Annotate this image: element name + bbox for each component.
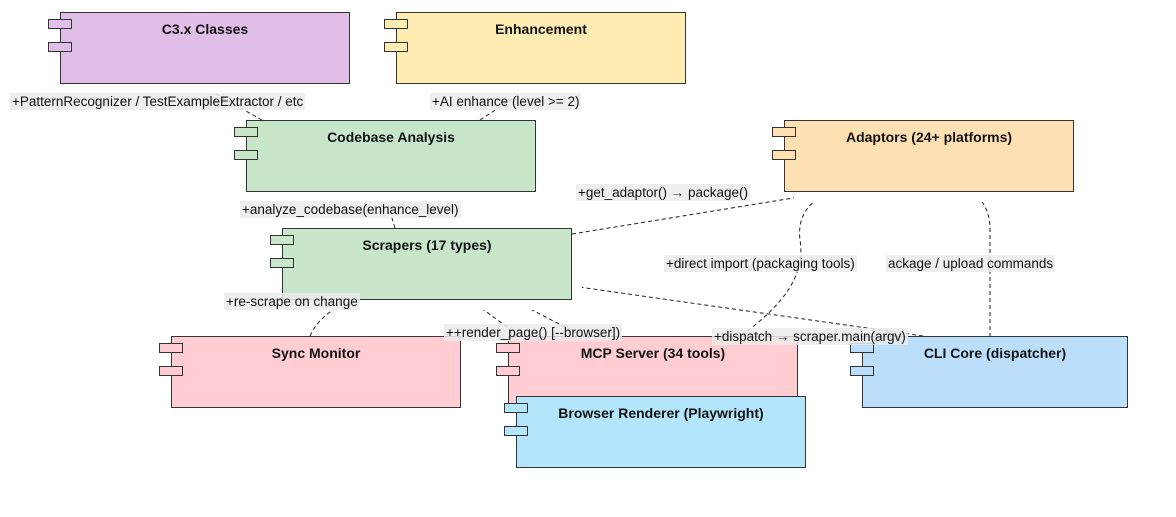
edge-label-get-adaptor: +get_adaptor() → package(): [576, 184, 750, 201]
component-tab: [496, 366, 520, 376]
edge-codebase-enhancement: [479, 84, 535, 121]
component-tab: [48, 42, 72, 52]
edge-label-ai-enhance: +AI enhance (level >= 2): [430, 93, 582, 110]
component-tab: [384, 19, 408, 29]
edge-scrapers-codebase: [384, 192, 396, 229]
component-tab: [270, 235, 294, 245]
component-tab: [159, 366, 183, 376]
component-tab: [270, 258, 294, 268]
edge-label-render-page: ++render_page() [--browser]): [444, 324, 623, 341]
component-tab: [48, 19, 72, 29]
component-title: Enhancement: [495, 21, 587, 37]
component-tab: [384, 42, 408, 52]
component-title: MCP Server (34 tools): [580, 345, 726, 361]
edge-label-direct-import: +direct import (packaging tools): [664, 255, 857, 272]
component-adaptors[interactable]: Adaptors (24+ platforms): [772, 120, 1074, 192]
component-tab: [496, 343, 520, 353]
component-title: Browser Renderer (Playwright): [558, 405, 764, 421]
component-tab: [504, 426, 528, 436]
component-tab: [234, 127, 258, 137]
component-enhancement[interactable]: Enhancement: [384, 12, 686, 84]
component-c3x-classes[interactable]: C3.x Classes: [48, 12, 350, 84]
component-tab: [772, 150, 796, 160]
component-title: CLI Core (dispatcher): [923, 345, 1067, 361]
edge-label-rescrape: +re-scrape on change: [224, 293, 360, 310]
edge-sync-scrapers: [309, 299, 356, 337]
edge-scrapers-adaptors: [571, 192, 830, 235]
component-codebase-analysis[interactable]: Codebase Analysis: [234, 120, 536, 192]
component-tab: [504, 403, 528, 413]
edge-mcp-adaptors: [741, 192, 832, 336]
component-tab: [234, 150, 258, 160]
component-cli-core[interactable]: CLI Core (dispatcher): [850, 336, 1128, 408]
component-tab: [850, 366, 874, 376]
edge-label-package-upload: ackage / upload commands: [886, 255, 1056, 272]
component-title: C3.x Classes: [161, 21, 249, 37]
component-title: Scrapers (17 types): [362, 237, 492, 253]
component-browser-renderer[interactable]: Browser Renderer (Playwright): [504, 396, 806, 468]
component-title: Adaptors (24+ platforms): [845, 129, 1013, 145]
component-scrapers[interactable]: Scrapers (17 types): [270, 228, 572, 300]
edge-cli-adaptors: [973, 192, 991, 337]
component-sync-monitor[interactable]: Sync Monitor: [159, 336, 461, 408]
component-tab: [159, 343, 183, 353]
edge-label-dispatch: +dispatch → scraper.main(argv): [712, 328, 908, 345]
component-tab: [772, 127, 796, 137]
component-title: Sync Monitor: [271, 345, 361, 361]
edge-cli-scrapers: [572, 286, 931, 338]
edge-label-pattern: +PatternRecognizer / TestExampleExtracto…: [10, 93, 306, 110]
component-title: Codebase Analysis: [327, 129, 455, 145]
edge-label-analyze: +analyze_codebase(enhance_level): [240, 201, 461, 218]
